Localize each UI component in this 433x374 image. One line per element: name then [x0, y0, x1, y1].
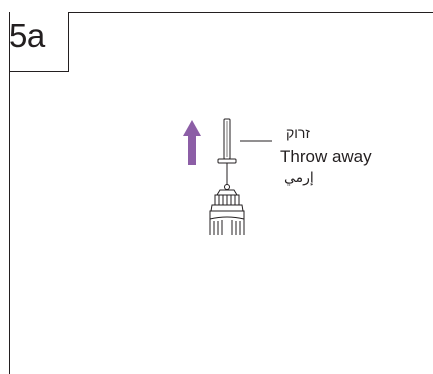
up-arrow-icon — [183, 120, 201, 165]
needle-removal-illustration — [183, 118, 272, 235]
step-number: 5a — [9, 17, 45, 54]
step-number-box — [9, 12, 69, 72]
needle-icon — [217, 118, 237, 170]
callout-label-hebrew: זרוק — [286, 125, 310, 141]
callout-label-english: Throw away — [280, 147, 372, 166]
callout-label-arabic: إرمي — [284, 169, 314, 185]
step-frame — [9, 12, 433, 374]
injection-pen-icon — [209, 170, 245, 235]
